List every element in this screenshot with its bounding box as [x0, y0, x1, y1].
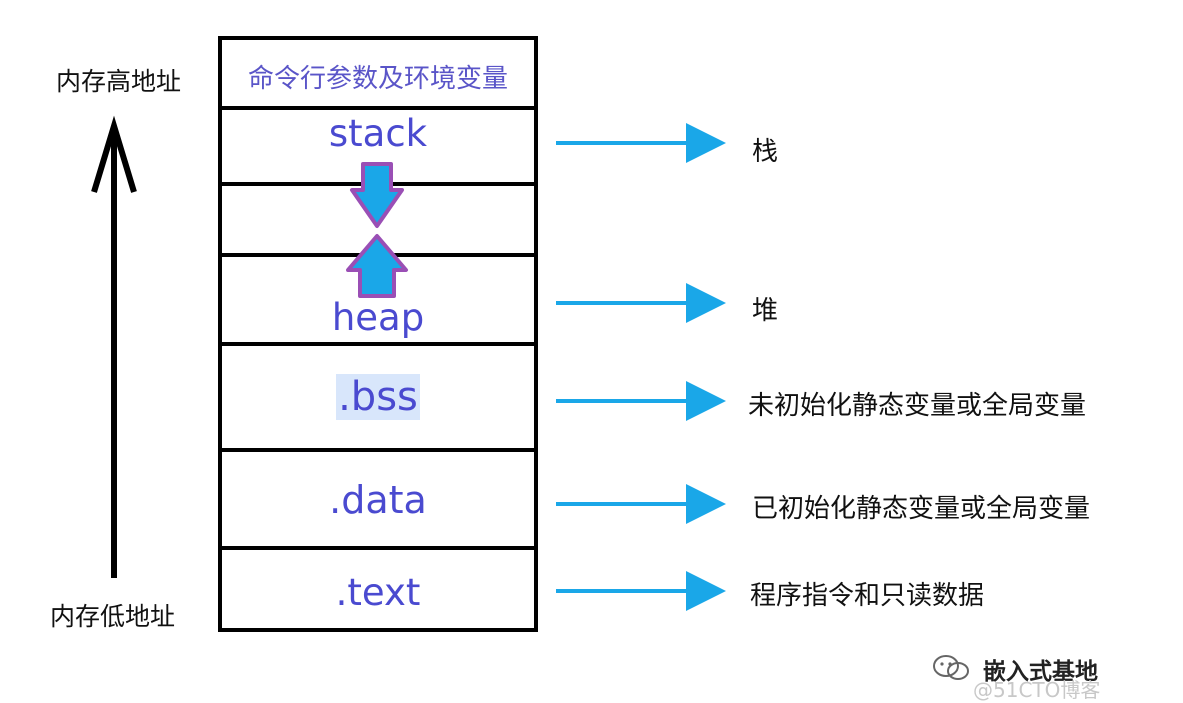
segment-args-env: 命令行参数及环境变量 — [247, 64, 508, 94]
high-address-label: 内存高地址 — [56, 67, 182, 96]
bss-desc: 未初始化静态变量或全局变量 — [748, 391, 1087, 421]
segment-data: .data — [329, 478, 427, 522]
low-address-label: 内存低地址 — [50, 602, 176, 631]
heap-desc: 堆 — [752, 296, 779, 326]
address-up-arrow — [91, 115, 137, 578]
segment-text: .text — [335, 571, 421, 614]
watermark-brand: 嵌入式基地 — [983, 659, 1098, 685]
stack-grow-down-arrow — [350, 162, 404, 228]
segment-bss: .bss — [224, 374, 532, 420]
watermark: 嵌入式基地 @51CTO博客 — [925, 652, 1175, 702]
stack-desc: 栈 — [752, 137, 779, 167]
segment-stack: stack — [328, 112, 428, 155]
heap-grow-up-arrow — [346, 234, 408, 298]
segment-bss-label: .bss — [336, 374, 420, 420]
text-desc: 程序指令和只读数据 — [750, 581, 985, 611]
watermark-site: @51CTO博客 — [973, 678, 1101, 702]
memory-block — [218, 36, 538, 632]
data-desc: 已初始化静态变量或全局变量 — [752, 494, 1091, 524]
wechat-icon — [933, 655, 969, 680]
segment-heap: heap — [331, 296, 425, 339]
